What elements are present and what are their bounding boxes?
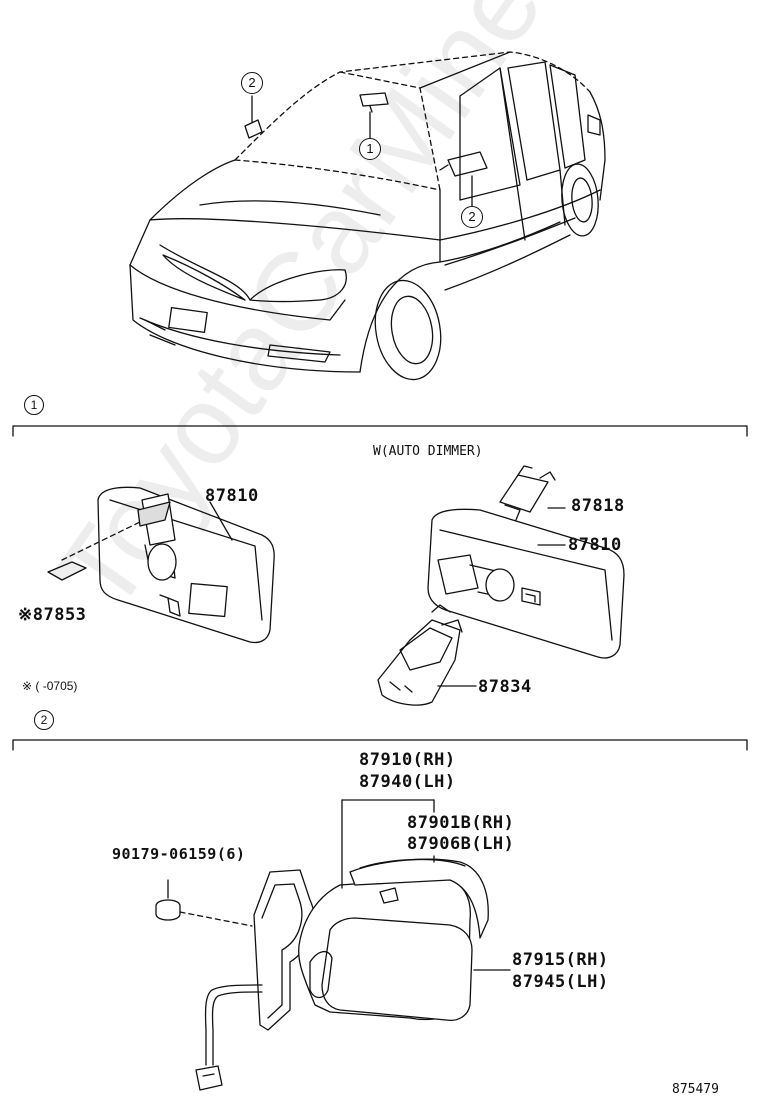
part-87945-lh: 87945(LH) bbox=[512, 972, 609, 992]
part-87853: ※87853 bbox=[18, 605, 87, 625]
part-87810-right: 87810 bbox=[568, 535, 622, 555]
outside-mirror-assembly bbox=[155, 799, 511, 1091]
section1-frame bbox=[12, 425, 748, 437]
part-87901b-rh: 87901B(RH) bbox=[407, 813, 515, 833]
part-87910-rh: 87910(RH) bbox=[359, 750, 456, 770]
footnote: ※ ( -0705) bbox=[22, 679, 78, 693]
callout-2-right: 2 bbox=[461, 206, 483, 228]
rearview-mirror-right bbox=[377, 465, 625, 706]
section2-frame bbox=[12, 739, 748, 751]
rearview-mirror-left bbox=[47, 486, 275, 644]
part-90179-06159: 90179-06159(6) bbox=[112, 845, 246, 863]
diagram-number: 875479 bbox=[672, 1082, 719, 1097]
part-87810-left: 87810 bbox=[205, 486, 259, 506]
variant-label-auto-dimmer: W(AUTO DIMMER) bbox=[373, 444, 483, 459]
callout-1: 1 bbox=[359, 138, 381, 160]
part-87906b-lh: 87906B(LH) bbox=[407, 834, 515, 854]
part-87940-lh: 87940(LH) bbox=[359, 772, 456, 792]
callout-2-left: 2 bbox=[241, 72, 263, 94]
car-illustration bbox=[129, 51, 606, 381]
section2-marker: 2 bbox=[34, 710, 54, 730]
part-87915-rh: 87915(RH) bbox=[512, 950, 609, 970]
part-87818: 87818 bbox=[571, 496, 625, 516]
part-87834: 87834 bbox=[478, 677, 532, 697]
section1-marker: 1 bbox=[24, 395, 44, 415]
